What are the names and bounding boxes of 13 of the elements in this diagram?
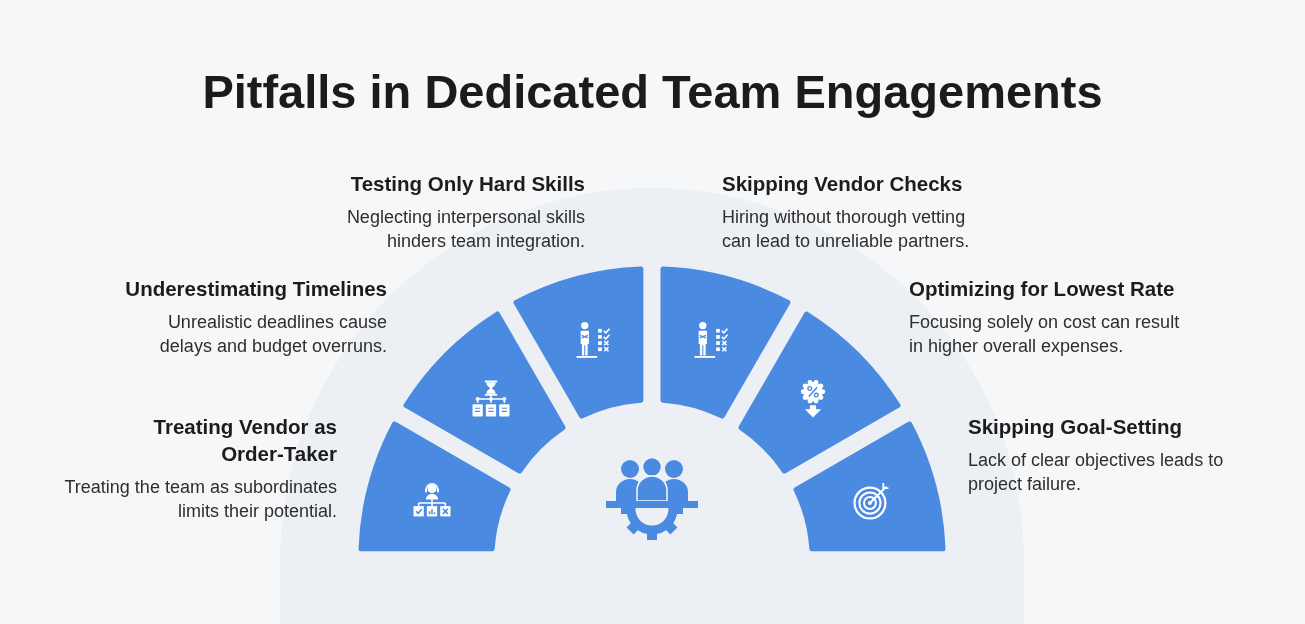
item-heading: Testing Only Hard Skills <box>350 171 585 197</box>
item-description: Lack of clear objectives leads to project failure. <box>968 449 1225 496</box>
item-description: Neglecting interpersonal skills hinders team integration. <box>345 206 585 253</box>
title: Pitfalls in Dedicated Team Engagements <box>202 64 1103 120</box>
item-heading: Treating Vendor as Order-Taker <box>152 414 337 467</box>
item-description: Focusing solely on cost can result in higher overall expenses. <box>909 311 1181 358</box>
item-heading: Skipping Vendor Checks <box>722 171 963 197</box>
item-description: Unrealistic deadlines cause delays and budget overruns. <box>158 311 387 358</box>
item-description: Treating the team as subordinates limits their potential. <box>63 476 337 523</box>
item-heading: Optimizing for Lowest Rate <box>909 276 1175 302</box>
item-heading: Underestimating Timelines <box>125 276 387 302</box>
item-description: Hiring without thorough vetting can lead to unreliable partners. <box>722 206 971 253</box>
item-heading: Skipping Goal-Setting <box>968 414 1183 440</box>
